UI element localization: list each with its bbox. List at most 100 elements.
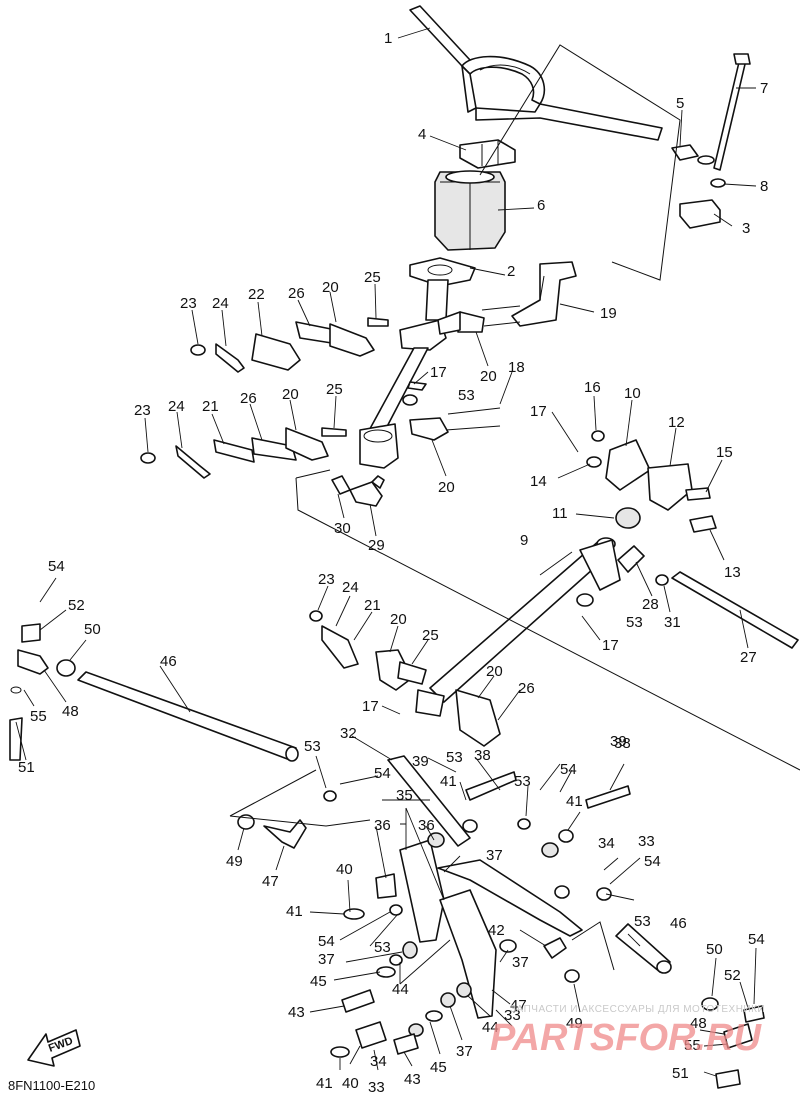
callout-40b: 40 bbox=[342, 1075, 359, 1092]
callout-53c: 53 bbox=[304, 738, 321, 755]
callout-54a: 54 bbox=[48, 558, 65, 575]
callout-23c: 23 bbox=[318, 571, 335, 588]
callout-22: 22 bbox=[248, 286, 265, 303]
callout-9: 9 bbox=[520, 532, 528, 549]
callout-33b: 33 bbox=[504, 1007, 521, 1024]
callout-33c: 33 bbox=[368, 1079, 385, 1096]
callout-5: 5 bbox=[676, 95, 684, 112]
callout-43b: 43 bbox=[404, 1071, 421, 1088]
callout-8: 8 bbox=[760, 178, 768, 195]
callout-17b: 17 bbox=[530, 403, 547, 420]
callout-53g: 53 bbox=[634, 913, 651, 930]
callout-55b: 55 bbox=[684, 1037, 701, 1054]
callout-40a: 40 bbox=[336, 861, 353, 878]
handlebar-upper-clamp bbox=[459, 139, 516, 169]
callout-53b: 53 bbox=[626, 614, 643, 631]
callout-16: 16 bbox=[584, 379, 601, 396]
callout-31: 31 bbox=[664, 614, 681, 631]
callout-54f: 54 bbox=[748, 931, 765, 948]
callout-50a: 50 bbox=[84, 621, 101, 638]
callout-44a: 44 bbox=[392, 981, 409, 998]
callout-53e: 53 bbox=[514, 773, 531, 790]
link-assembly-lower bbox=[309, 610, 501, 747]
callout-45b: 45 bbox=[430, 1059, 447, 1076]
callout-53d: 53 bbox=[446, 749, 463, 766]
handlebar bbox=[409, 5, 663, 141]
callout-37a: 37 bbox=[486, 847, 503, 864]
callout-34b: 34 bbox=[370, 1053, 387, 1070]
callout-3: 3 bbox=[742, 220, 750, 237]
callout-17d: 17 bbox=[362, 698, 379, 715]
callout-46b: 46 bbox=[670, 915, 687, 932]
callout-48b: 48 bbox=[690, 1015, 707, 1032]
callout-7: 7 bbox=[760, 80, 768, 97]
callout-20a: 20 bbox=[322, 279, 339, 296]
callout-38b: 38 bbox=[614, 735, 631, 752]
callout-41d: 41 bbox=[316, 1075, 333, 1092]
callout-25c: 25 bbox=[422, 627, 439, 644]
link-assembly-upper bbox=[190, 305, 521, 373]
callout-10: 10 bbox=[624, 385, 641, 402]
callout-21a: 21 bbox=[202, 398, 219, 415]
callout-54b: 54 bbox=[374, 765, 391, 782]
callout-53a: 53 bbox=[458, 387, 475, 404]
steering-knuckle-group bbox=[586, 430, 717, 533]
callout-50b: 50 bbox=[706, 941, 723, 958]
callout-33a: 33 bbox=[638, 833, 655, 850]
callout-24a: 24 bbox=[212, 295, 229, 312]
callout-34a: 34 bbox=[598, 835, 615, 852]
callout-54c: 54 bbox=[560, 761, 577, 778]
callout-35: 35 bbox=[396, 787, 413, 804]
watermark-tagline: ЗАПЧАСТИ И АКСЕССУАРЫ ДЛЯ МОТОТЕХНИКИ bbox=[510, 1004, 765, 1015]
callout-21b: 21 bbox=[364, 597, 381, 614]
callout-17c: 17 bbox=[602, 637, 619, 654]
left-tie-rod bbox=[9, 623, 299, 762]
callout-15: 15 bbox=[716, 444, 733, 461]
callout-24b: 24 bbox=[168, 398, 185, 415]
callout-44b: 44 bbox=[482, 1019, 499, 1036]
watermark: ЗАПЧАСТИ И АКСЕССУАРЫ ДЛЯ МОТОТЕХНИКИ PA… bbox=[490, 1004, 765, 1059]
link-assembly-middle bbox=[140, 381, 501, 479]
callout-20b: 20 bbox=[480, 368, 497, 385]
callout-43a: 43 bbox=[288, 1004, 305, 1021]
callout-32: 32 bbox=[340, 725, 357, 742]
callout-42: 42 bbox=[488, 922, 505, 939]
callout-27: 27 bbox=[740, 649, 757, 666]
callout-labels: 1 2 3 4 5 6 7 8 9 10 11 12 13 14 15 16 1… bbox=[18, 30, 768, 1096]
callout-41a: 41 bbox=[440, 773, 457, 790]
callout-26a: 26 bbox=[288, 285, 305, 302]
callout-51a: 51 bbox=[18, 759, 35, 776]
callout-51b: 51 bbox=[672, 1065, 689, 1082]
callout-26b: 26 bbox=[240, 390, 257, 407]
watermark-brand: PARTSFOR.RU bbox=[490, 1017, 762, 1059]
callout-48a: 48 bbox=[62, 703, 79, 720]
callout-30: 30 bbox=[334, 520, 351, 537]
callout-25b: 25 bbox=[326, 381, 343, 398]
callout-20d: 20 bbox=[438, 479, 455, 496]
callout-37c: 37 bbox=[512, 954, 529, 971]
callout-45a: 45 bbox=[310, 973, 327, 990]
callout-55a: 55 bbox=[30, 708, 47, 725]
callout-52a: 52 bbox=[68, 597, 85, 614]
callout-37d: 37 bbox=[456, 1043, 473, 1060]
callout-18: 18 bbox=[508, 359, 525, 376]
callout-23a: 23 bbox=[180, 295, 197, 312]
callout-20c: 20 bbox=[282, 386, 299, 403]
callout-54d: 54 bbox=[644, 853, 661, 870]
callout-49a: 49 bbox=[226, 853, 243, 870]
callout-54e: 54 bbox=[318, 933, 335, 950]
callout-37b: 37 bbox=[318, 951, 335, 968]
diagram-code: 8FN1100-E210 bbox=[8, 1078, 95, 1093]
callout-47a: 47 bbox=[262, 873, 279, 890]
steering-column-cover bbox=[434, 170, 506, 251]
callout-41c: 41 bbox=[286, 903, 303, 920]
callout-13: 13 bbox=[724, 564, 741, 581]
callout-47b: 47 bbox=[510, 997, 527, 1014]
callout-26c: 26 bbox=[518, 680, 535, 697]
callout-23b: 23 bbox=[134, 402, 151, 419]
callout-25a: 25 bbox=[364, 269, 381, 286]
callout-29: 29 bbox=[368, 537, 385, 554]
callout-2: 2 bbox=[507, 263, 515, 280]
callout-12: 12 bbox=[668, 414, 685, 431]
